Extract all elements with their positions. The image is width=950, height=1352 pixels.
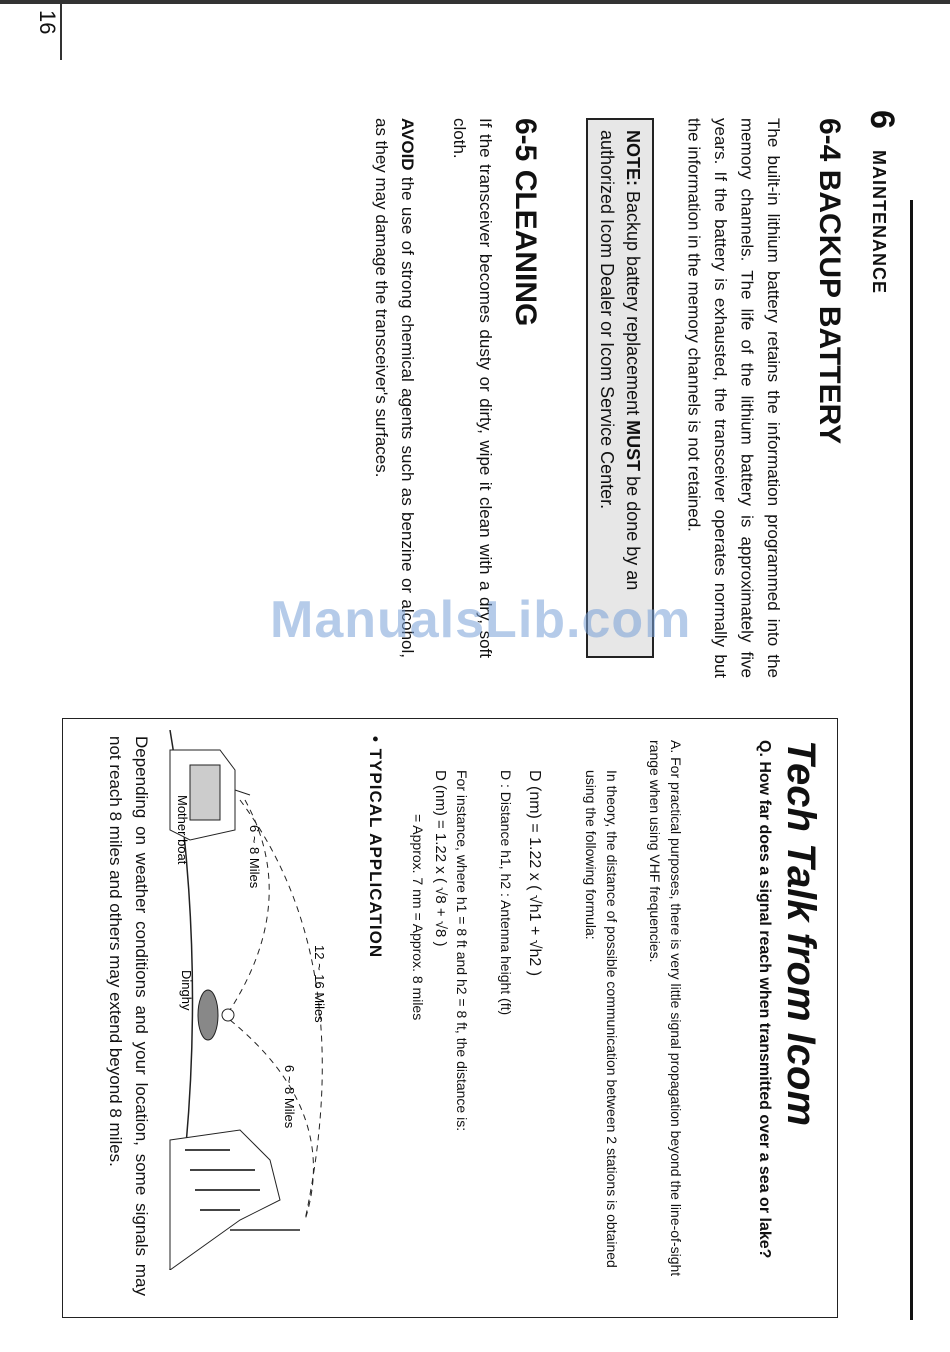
tech-talk-title: Tech Talk from Icom <box>779 740 823 1127</box>
label-range-b: 6 ~ 8 Miles <box>282 1065 297 1129</box>
answer-text-1: For practical purposes, there is very li… <box>647 740 684 1277</box>
instance-line-2: D (nm) = 1.22 x ( √8 + √8 ) <box>432 770 449 947</box>
backup-battery-body: The built-in lithium battery retains the… <box>684 118 784 678</box>
answer-label: A. <box>668 740 684 754</box>
chapter-title: MAINTENANCE <box>869 150 889 294</box>
typical-application-heading: • TYPICAL APPLICATION <box>366 736 385 959</box>
question-text: How far does a signal reach when transmi… <box>756 761 773 1259</box>
note-text-2: be done by an authorized Icom Dealer or … <box>597 130 643 591</box>
closing-paragraph: Depending on weather conditions and your… <box>106 736 151 1296</box>
cleaning-body: If the transceiver becomes dusty or dirt… <box>450 118 495 658</box>
tech-talk-answer-1: A. For practical purposes, there is very… <box>644 740 686 1290</box>
backup-battery-heading: 6-4 BACKUP BATTERY <box>813 118 846 445</box>
instance-line-3: = Approx. 7 nm = Approx. 8 miles <box>410 814 426 1021</box>
formula-legend: D : Distance h1, h2 : Antenna height (ft… <box>498 770 514 1016</box>
label-mother-boat: Mother boat <box>175 795 190 865</box>
page-number: 16 <box>35 10 60 35</box>
watermark: ManualsLib.com <box>270 591 692 649</box>
note-text: NOTE: Backup battery replacement MUST be… <box>594 130 646 650</box>
range-arc-b <box>229 1019 314 1221</box>
top-border <box>0 0 950 4</box>
chapter-number: 6 <box>863 110 901 129</box>
label-range-long: 12 ~ 16 Miles <box>312 945 327 1023</box>
label-range-a: 6 ~ 8 Miles <box>247 825 262 889</box>
range-arc-a <box>229 799 270 1011</box>
note-must: MUST <box>623 420 643 472</box>
chapter-rule <box>910 200 913 1320</box>
instance-line-1: For instance, where h1 = 8 ft and h2 = 8… <box>454 770 470 1132</box>
note-box: NOTE: Backup battery replacement MUST be… <box>586 118 654 658</box>
dinghy-illustration <box>197 989 235 1041</box>
range-arc-long <box>239 799 323 1221</box>
avoid-label: AVOID <box>398 118 417 171</box>
range-diagram: 12 ~ 16 Miles 6 ~ 8 Miles 6 ~ 8 Miles Mo… <box>169 730 327 1270</box>
mother-boat-illustration <box>169 749 251 841</box>
cleaning-heading: 6-5 CLEANING <box>509 118 542 327</box>
tech-talk-answer-2: In theory, the distance of possible comm… <box>583 770 620 1268</box>
tech-talk-question: Q. How far does a signal reach when tran… <box>726 740 776 1290</box>
formula: D (nm) = 1.22 x ( √h1 + √h2 ) <box>526 770 543 977</box>
tech-talk-box <box>62 718 838 1318</box>
avoid-text: the use of strong chemical agents such a… <box>372 118 417 658</box>
page-number-divider <box>60 0 62 60</box>
note-text-1: Backup battery replacement <box>623 191 643 416</box>
shore-trees-illustration <box>169 1129 300 1270</box>
avoid-paragraph: AVOID the use of strong chemical agents … <box>364 118 420 658</box>
label-dinghy: Dinghy <box>179 970 194 1011</box>
note-label: NOTE: <box>623 130 643 186</box>
question-label: Q. <box>756 740 773 757</box>
